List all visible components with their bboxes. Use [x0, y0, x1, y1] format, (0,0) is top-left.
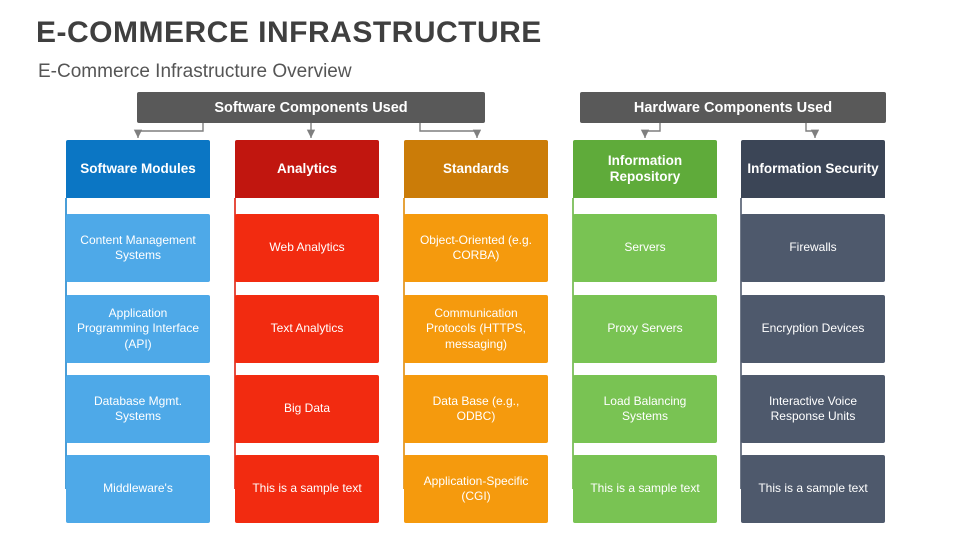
column-header-information-security[interactable]: Information Security — [741, 140, 885, 198]
card-software-modules-1[interactable]: Content Management Systems — [66, 214, 210, 282]
group-banner-software: Software Components Used — [137, 92, 485, 123]
card-analytics-1[interactable]: Web Analytics — [235, 214, 379, 282]
page-subtitle: E-Commerce Infrastructure Overview — [38, 61, 352, 82]
card-information-repository-4[interactable]: This is a sample text — [573, 455, 717, 523]
page-title: E-COMMERCE INFRASTRUCTURE — [36, 16, 542, 49]
card-analytics-2[interactable]: Text Analytics — [235, 295, 379, 363]
card-information-security-2[interactable]: Encryption Devices — [741, 295, 885, 363]
card-information-repository-2[interactable]: Proxy Servers — [573, 295, 717, 363]
card-analytics-4[interactable]: This is a sample text — [235, 455, 379, 523]
column-information-repository: Information Repository Servers Proxy Ser… — [573, 140, 717, 523]
card-standards-3[interactable]: Data Base (e.g., ODBC) — [404, 375, 548, 443]
card-analytics-3[interactable]: Big Data — [235, 375, 379, 443]
group-banner-software-label: Software Components Used — [214, 99, 408, 116]
card-information-repository-1[interactable]: Servers — [573, 214, 717, 282]
group-banner-hardware: Hardware Components Used — [580, 92, 886, 123]
card-software-modules-2[interactable]: Application Programming Interface (API) — [66, 295, 210, 363]
card-software-modules-3[interactable]: Database Mgmt. Systems — [66, 375, 210, 443]
card-information-security-3[interactable]: Interactive Voice Response Units — [741, 375, 885, 443]
column-information-security: Information Security Firewalls Encryptio… — [741, 140, 885, 523]
card-software-modules-4[interactable]: Middleware's — [66, 455, 210, 523]
column-header-software-modules[interactable]: Software Modules — [66, 140, 210, 198]
column-header-analytics[interactable]: Analytics — [235, 140, 379, 198]
card-information-repository-3[interactable]: Load Balancing Systems — [573, 375, 717, 443]
card-information-security-4[interactable]: This is a sample text — [741, 455, 885, 523]
column-analytics: Analytics Web Analytics Text Analytics B… — [235, 140, 379, 523]
column-header-standards[interactable]: Standards — [404, 140, 548, 198]
card-information-security-1[interactable]: Firewalls — [741, 214, 885, 282]
card-standards-1[interactable]: Object-Oriented (e.g. CORBA) — [404, 214, 548, 282]
column-standards: Standards Object-Oriented (e.g. CORBA) C… — [404, 140, 548, 523]
column-software-modules: Software Modules Content Management Syst… — [66, 140, 210, 523]
card-standards-2[interactable]: Communication Protocols (HTTPS, messagin… — [404, 295, 548, 363]
card-standards-4[interactable]: Application-Specific (CGI) — [404, 455, 548, 523]
group-banner-hardware-label: Hardware Components Used — [633, 99, 833, 116]
column-header-information-repository[interactable]: Information Repository — [573, 140, 717, 198]
